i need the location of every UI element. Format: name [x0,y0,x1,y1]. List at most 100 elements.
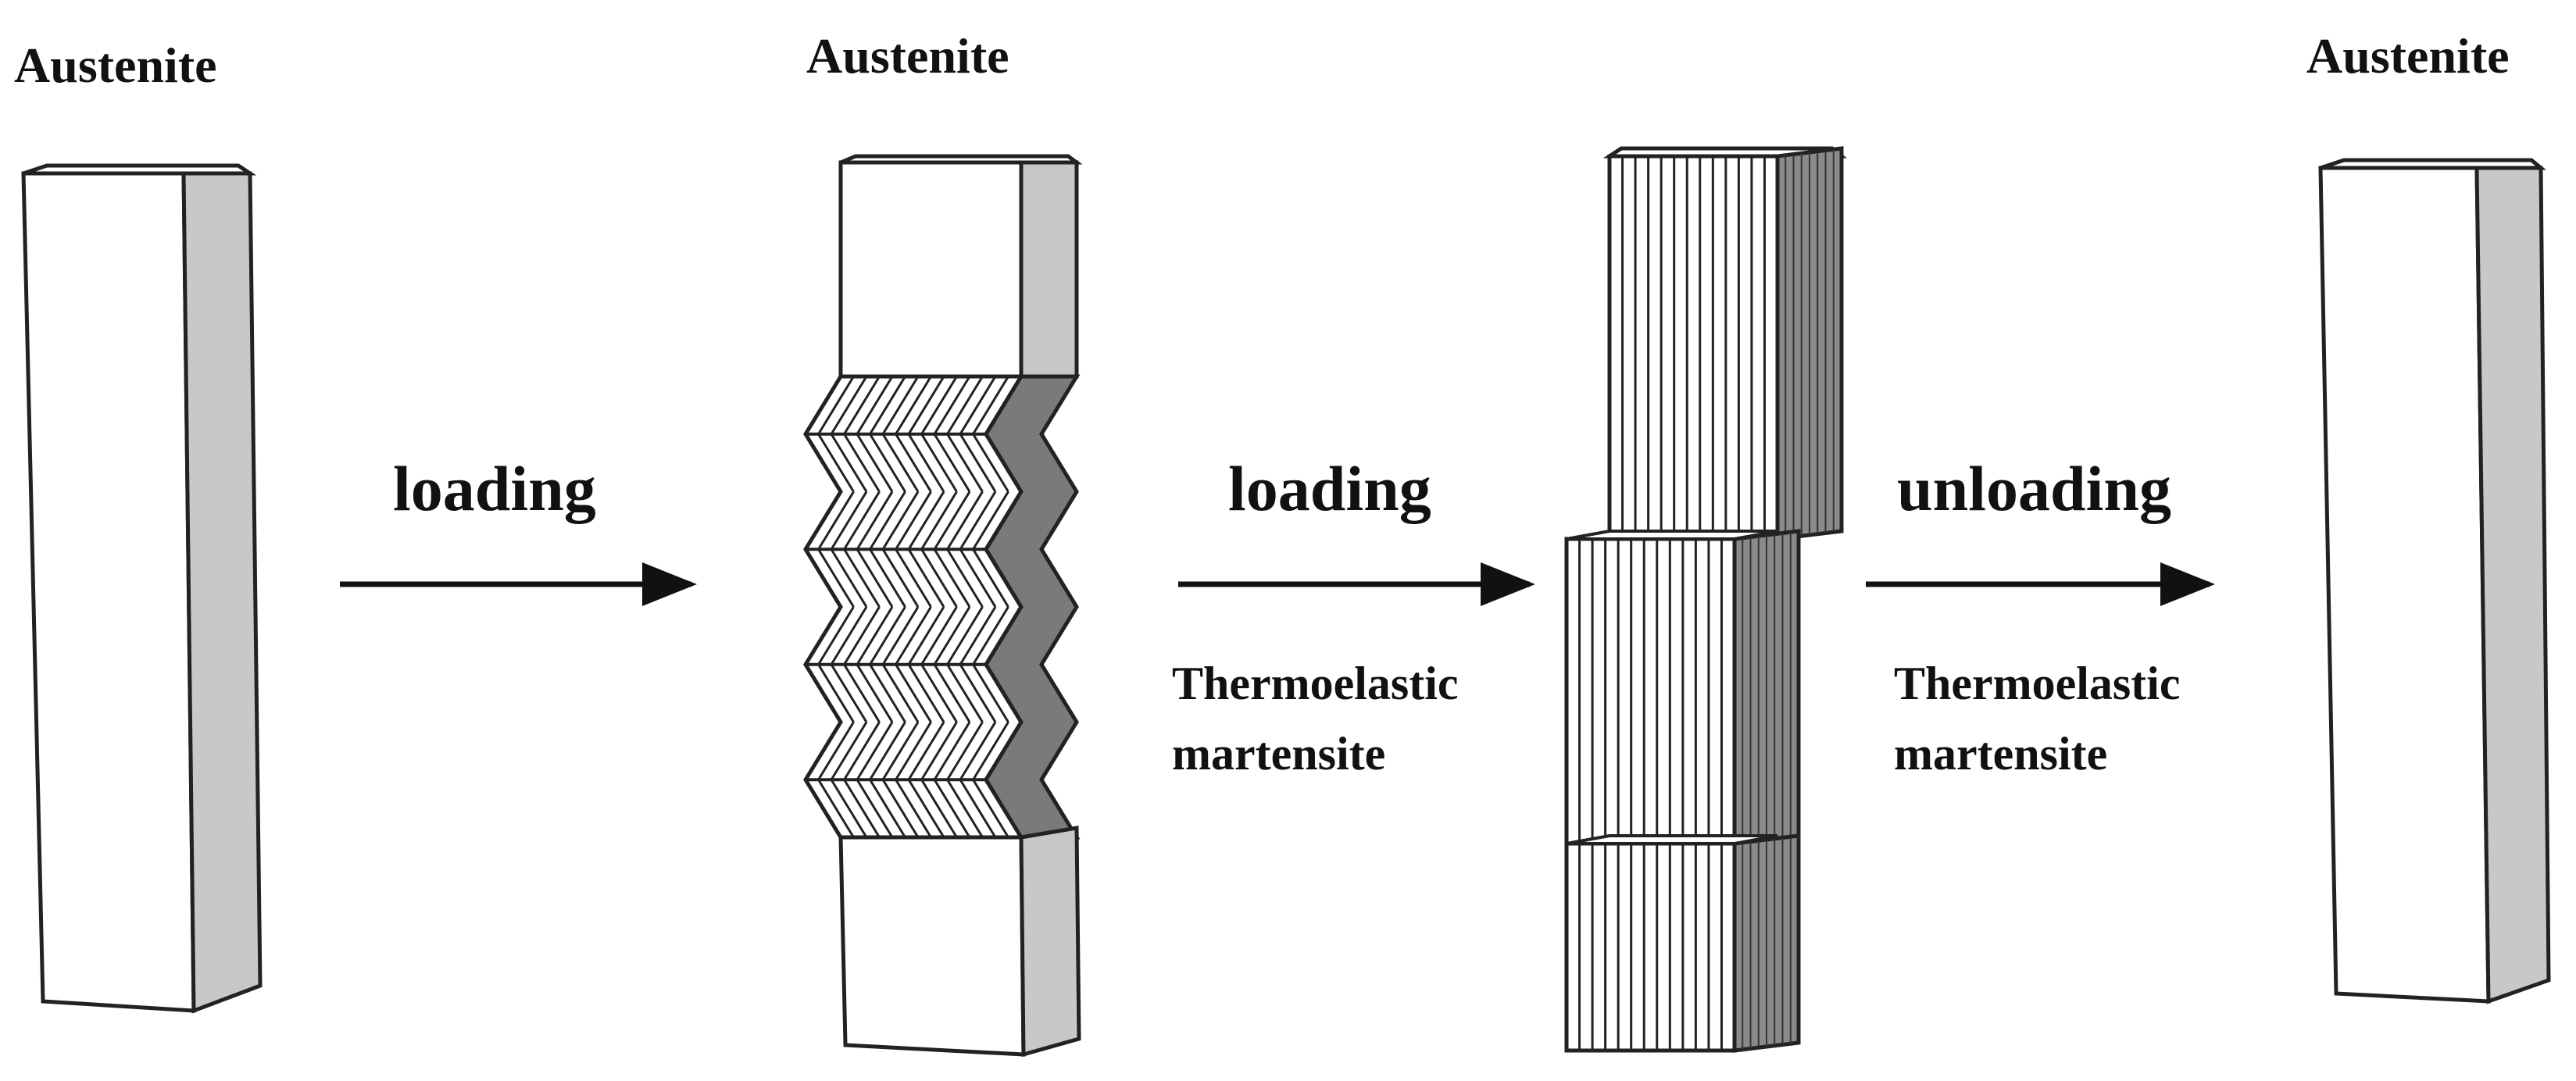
zigzag-stripe [869,376,906,435]
zigzag-stripe [946,491,984,551]
zigzag-stripe [959,721,997,781]
zigzag-stripe [933,779,971,838]
zigzag-stripe [869,548,906,608]
step3-note: Thermoelastic martensite [1894,648,2181,789]
zigzag-stripe [830,779,868,838]
zigzag-stripe [856,433,894,493]
zigzag-stripe [895,491,932,551]
zigzag-stripe [869,779,906,838]
zigzag-stripe [881,376,920,435]
zigzag-stripe [959,779,997,838]
bar2-martensite-band [803,374,1081,840]
bar3-martensite [1564,146,1847,1053]
zigzag-stripe [946,779,984,838]
zigzag-stripe [895,376,932,435]
zigzag-stripe [920,433,958,493]
step3-note-line2: martensite [1894,728,2108,780]
zigzag-stripe [946,663,984,723]
step3-note-line1: Thermoelastic [1894,658,2181,709]
bar3-ledge [1566,530,1778,540]
zigzag-stripe [881,548,920,608]
zigzag-stripe [856,721,894,781]
zigzag-stripe [856,491,894,551]
zigzag-stripe [920,721,958,781]
zigzag-stripe [895,606,932,665]
bar4-side [2474,166,2551,1004]
zigzag-stripe [946,433,984,493]
zigzag-stripe [920,491,958,551]
zigzag-stripe [907,433,945,493]
bar4-front [2318,166,2491,1004]
zigzag-stripe [869,433,906,493]
zigzag-stripe [881,779,920,838]
zigzag-stripe [946,548,984,608]
zigzag-stripe [830,721,868,781]
zigzag-stripe [830,606,868,665]
step2-note-line2: martensite [1172,728,1386,780]
zigzag-stripe [907,663,945,723]
zigzag-stripe [946,376,984,435]
zigzag-stripe [972,433,1009,493]
zigzag-stripe [959,606,997,665]
zigzag-stripe [817,376,855,435]
zigzag-stripe [933,663,971,723]
zigzag-stripe [843,376,881,435]
zigzag-stripe [869,721,906,781]
step2-note: Thermoelastic martensite [1172,648,1459,789]
zigzag-stripe [817,548,855,608]
zigzag-stripe [933,376,971,435]
zigzag-stripe [830,376,868,435]
zigzag-stripe [856,663,894,723]
zigzag-stripe [817,491,855,551]
zigzag-stripe [972,491,1009,551]
zigzag-stripe [895,548,932,608]
zigzag-stripe [843,548,881,608]
zigzag-stripe [830,491,868,551]
zigzag-stripe [920,606,958,665]
zigzag-stripe [907,548,945,608]
zigzag-stripe [830,663,868,723]
step1-verb: loading [393,453,596,524]
zigzag-stripe [881,663,920,723]
zigzag-stripe [933,606,971,665]
zigzag-stripe [933,721,971,781]
zigzag-stripe [869,491,906,551]
zigzag-stripe [907,721,945,781]
zigzag-stripe [920,779,958,838]
step3-verb: unloading [1897,453,2171,524]
zigzag-stripe [972,548,1009,608]
zigzag-stripe [933,433,971,493]
austenite-bar-4 [2318,158,2551,1004]
stage4-title: Austenite [2306,28,2510,84]
zigzag-stripe [881,433,920,493]
zigzag-stripe [856,779,894,838]
zigzag-stripe [959,548,997,608]
zigzag-stripe [817,433,855,493]
zigzag-stripe [817,606,855,665]
zigzag-stripe [895,779,932,838]
zigzag-stripe [907,779,945,838]
zigzag-stripe [933,548,971,608]
zigzag-stripe [907,376,945,435]
stage2-title: Austenite [806,28,1009,84]
zigzag-stripe [856,606,894,665]
bar3-ledge [1566,834,1778,845]
zigzag-stripe [895,433,932,493]
zigzag-stripe [959,491,997,551]
zigzag-stripe [843,606,881,665]
zigzag-stripe [972,663,1009,723]
bar2-austenite-top [838,154,1083,379]
austenite-bar-1 [21,163,263,1014]
zigzag-stripe [843,491,881,551]
zigzag-stripe [856,376,894,435]
zigzag-stripe [972,376,1009,435]
zigzag-stripe [843,663,881,723]
zigzag-stripe [959,376,997,435]
zigzag-stripe [843,721,881,781]
zigzag-stripe [946,606,984,665]
zigzag-stripe [869,606,906,665]
zigzag-stripe [972,721,1009,781]
zigzag-stripe [881,491,920,551]
zigzag-stripe [907,491,945,551]
